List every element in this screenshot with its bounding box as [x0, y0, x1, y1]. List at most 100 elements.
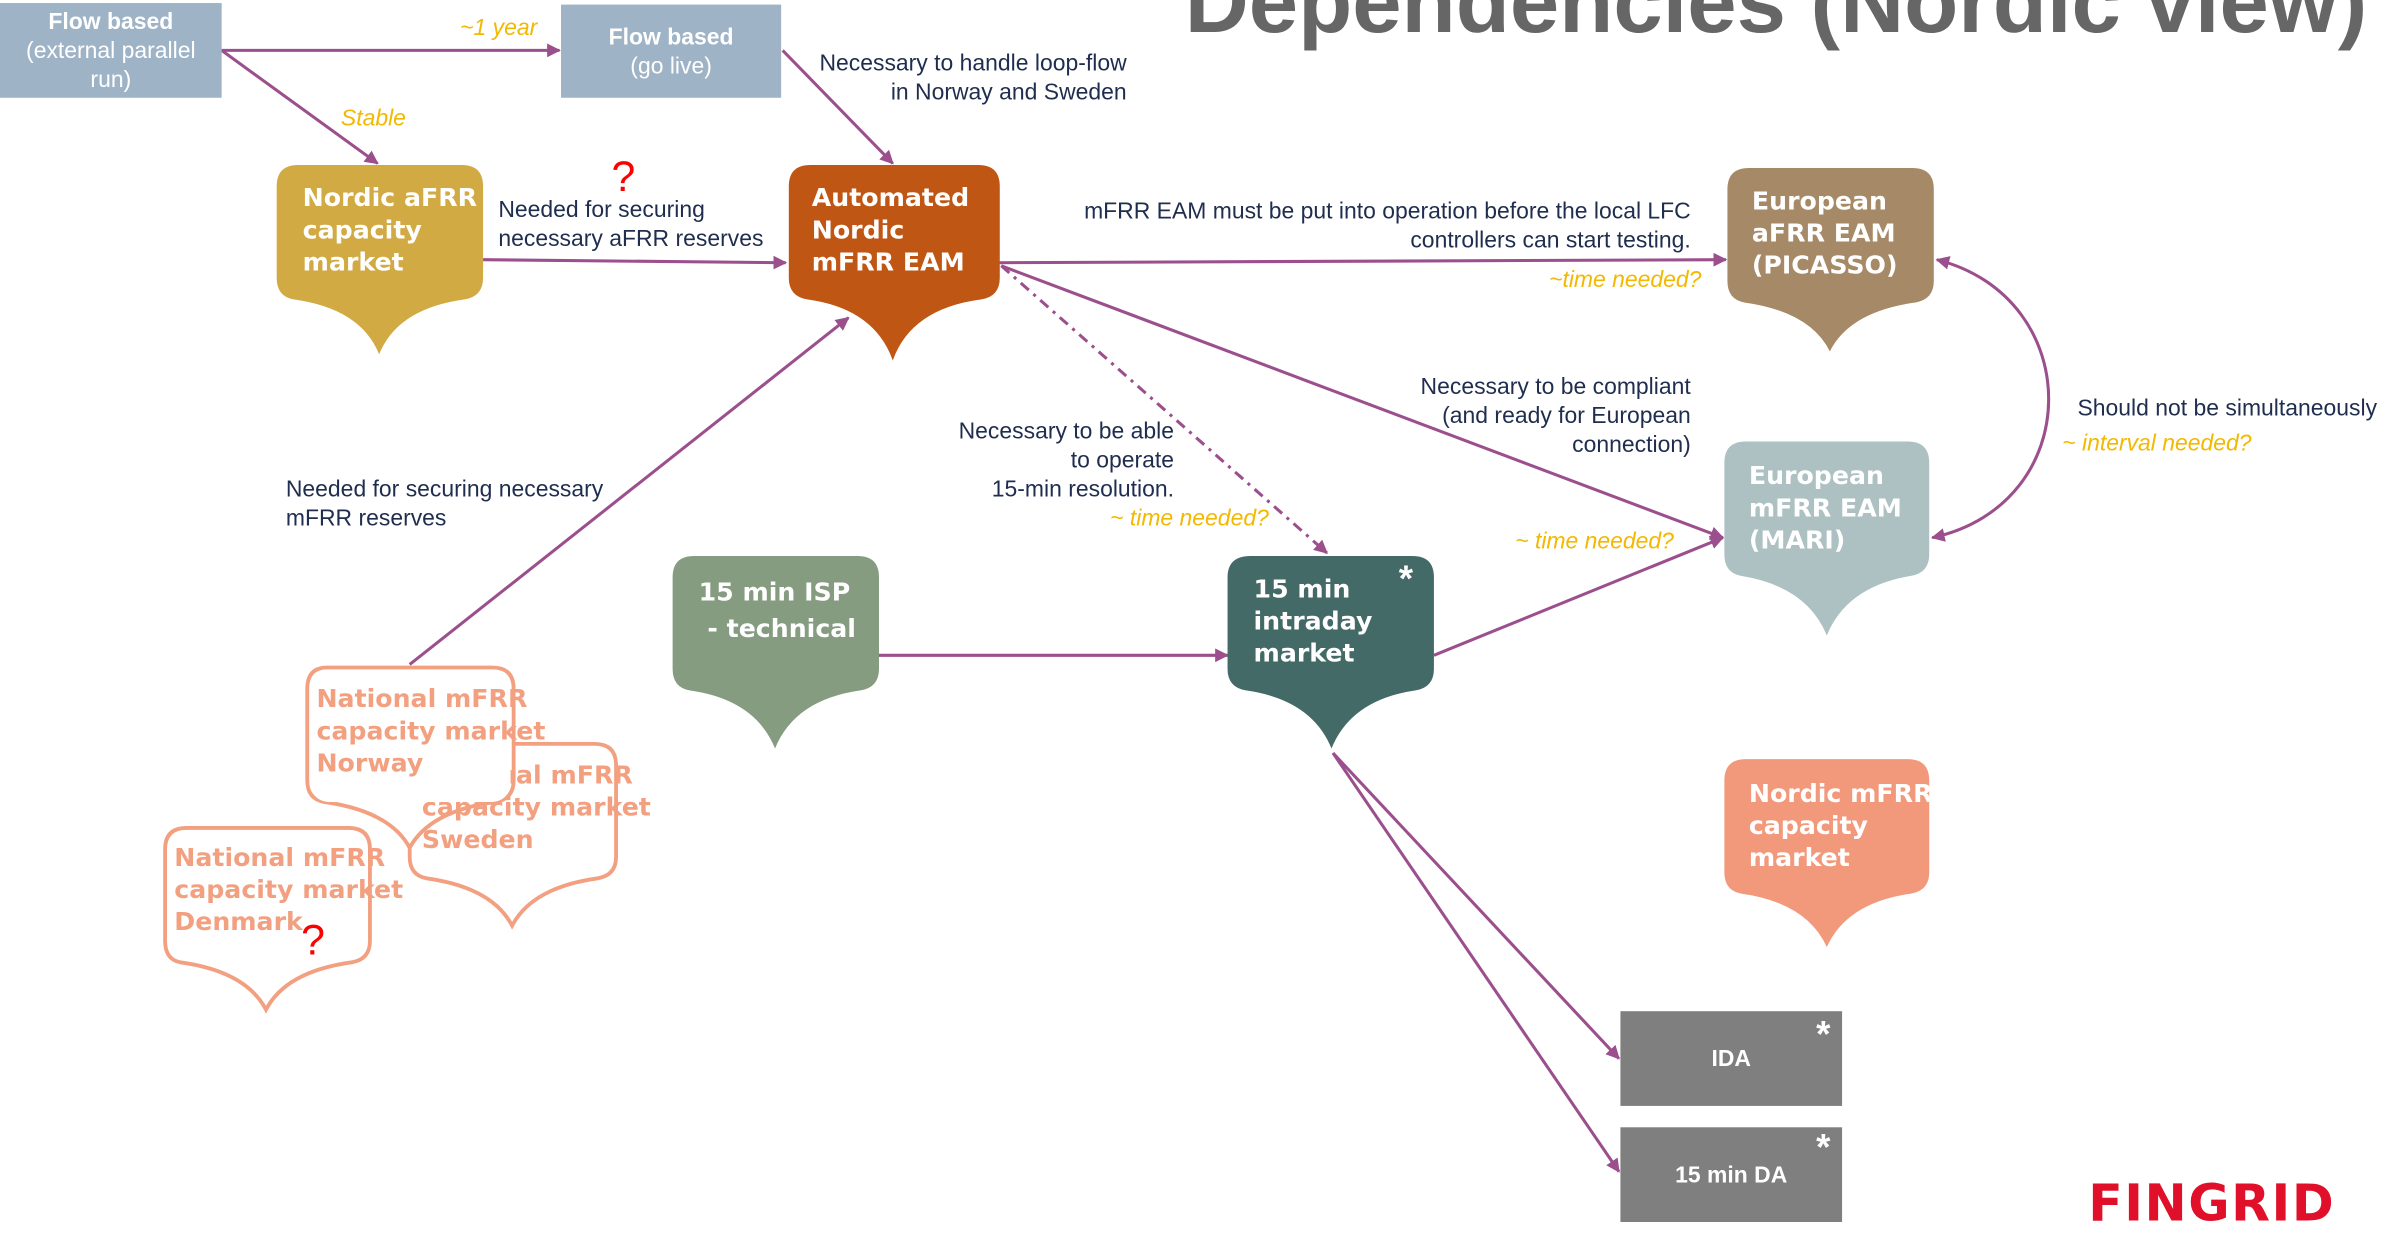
flow-golive-line1: Flow based	[608, 23, 734, 50]
note-lfc-l1: mFRR EAM must be put into operation befo…	[1084, 198, 1691, 225]
fingrid-logo: FINGRID	[2088, 1173, 2336, 1233]
da15-box: 15 min DA	[1620, 1127, 1843, 1222]
flow-golive-line2: (go live)	[630, 52, 712, 79]
node-denmark-l3: Denmark	[174, 907, 303, 937]
note-compliant-l3: connection)	[1572, 432, 1691, 459]
shape-national-denmark	[163, 825, 372, 1014]
node-intraday-label: 15 min intraday market	[1254, 573, 1373, 669]
arrow-golive-to-mfrr-eam	[781, 49, 894, 165]
note-loop-flow-l1: Necessary to handle loop-flow	[819, 50, 1127, 77]
hint-time-mari: ~ time needed?	[1515, 528, 1674, 555]
arrow-national-to-mfrr-eam	[408, 316, 850, 666]
shape-picasso	[1727, 168, 1934, 352]
node-national-norway-label: National mFRR capacity market Norway	[316, 683, 545, 779]
node-mari-l1: European	[1748, 461, 1884, 491]
ida-box: IDA	[1620, 1011, 1843, 1106]
flow-based-external-box: Flow based (external parallel run)	[0, 3, 222, 98]
shape-afrr-capacity	[276, 164, 484, 355]
node-mari-l2: mFRR EAM	[1748, 493, 1902, 523]
hint-time-intraday: ~ time needed?	[1110, 505, 1269, 532]
node-mfrr-eam-label: Automated Nordic mFRR EAM	[812, 182, 969, 278]
note-afrr-reserves-l2: necessary aFRR reserves	[498, 226, 764, 253]
node-intraday-l1: 15 min	[1253, 574, 1351, 604]
hint-one-year: ~1 year	[460, 15, 538, 42]
note-simultaneous: Should not be simultaneously	[2077, 395, 2378, 422]
note-lfc-l2: controllers can start testing.	[1410, 227, 1691, 254]
note-loop-flow-l2: in Norway and Sweden	[890, 79, 1127, 106]
shape-isp	[672, 556, 880, 749]
node-norway-l2: capacity market	[316, 716, 546, 746]
note-afrr-reserves-l1: Needed for securing	[498, 197, 705, 224]
note-compliant-l1: Necessary to be compliant	[1420, 374, 1691, 401]
node-nordic-mfrr-l2: capacity	[1748, 811, 1868, 841]
note-loop-flow: Necessary to handle loop-flow in Norway …	[819, 49, 1126, 107]
hint-interval: ~ interval needed?	[2062, 430, 2252, 457]
note-operate15-l1: Necessary to be able	[958, 418, 1175, 445]
note-mfrr-reserves-l1: Needed for securing necessary	[285, 476, 604, 503]
da15-label: 15 min DA	[1675, 1161, 1788, 1188]
page-title: Dependencies (Nordic view)	[1184, 0, 2368, 52]
arrow-intraday-to-da15	[1331, 752, 1621, 1173]
node-intraday-l2: intraday	[1253, 606, 1373, 636]
shape-mari	[1724, 441, 1930, 636]
note-mfrr-reserves: Needed for securing necessary mFRR reser…	[286, 475, 603, 533]
note-afrr-reserves: Needed for securing necessary aFRR reser…	[498, 196, 763, 254]
note-operate15: Necessary to be able to operate 15-min r…	[959, 417, 1174, 504]
node-mfrr-eam-l2: Nordic	[811, 215, 905, 245]
flow-external-line2: (external parallel	[26, 37, 196, 64]
node-picasso-l1: European	[1751, 186, 1887, 216]
arrow-mfrr-eam-to-intraday-dashed	[1000, 264, 1328, 555]
shape-nordic-mfrr-capacity	[1724, 759, 1930, 948]
arrow-mfrr-eam-to-picasso	[998, 252, 1728, 267]
node-afrr-capacity-l3: market	[302, 247, 404, 277]
node-isp-label: 15 min ISP - technical	[699, 574, 856, 647]
ida-star: *	[1816, 1014, 1831, 1056]
node-norway-l3: Norway	[316, 748, 424, 778]
da15-star: *	[1816, 1127, 1831, 1169]
hint-stable: Stable	[340, 105, 406, 132]
node-mari-label: European mFRR EAM (MARI)	[1749, 460, 1902, 556]
node-norway-l1: National mFRR	[316, 684, 528, 714]
node-afrr-capacity-l2: capacity	[302, 215, 422, 245]
node-afrr-capacity-l1: Nordic aFRR	[302, 183, 478, 213]
node-mfrr-eam-l3: mFRR EAM	[811, 247, 965, 277]
arrow-parallel-to-afrr-capacity	[220, 49, 379, 165]
flow-based-golive-box: Flow based (go live)	[561, 4, 782, 98]
node-mfrr-eam-l1: Automated	[811, 183, 970, 213]
node-sweden-l3: Sweden	[421, 824, 534, 854]
node-mari-l3: (MARI)	[1748, 525, 1846, 555]
node-nordic-mfrr-l1: Nordic mFRR	[1748, 779, 1933, 809]
node-national-denmark-label: National mFRR capacity market Denmark	[174, 842, 403, 938]
flow-external-line1: Flow based	[48, 8, 174, 35]
ida-label: IDA	[1711, 1045, 1752, 1072]
note-operate15-l3: 15-min resolution.	[991, 476, 1175, 503]
arrow-mfrr-eam-to-mari	[1000, 264, 1725, 540]
shape-mfrr-eam	[788, 164, 1000, 361]
intraday-star: *	[1398, 559, 1414, 601]
note-mfrr-reserves-l2: mFRR reserves	[285, 505, 447, 532]
question-mark-denmark: ?	[301, 916, 325, 964]
node-nordic-mfrr-l3: market	[1748, 843, 1850, 873]
arrow-picasso-mari-curve	[1930, 256, 2051, 542]
note-compliant: Necessary to be compliant (and ready for…	[1421, 373, 1691, 460]
arrow-afrr-capacity-to-mfrr-eam	[483, 255, 788, 270]
node-picasso-l2: aFRR EAM	[1751, 218, 1896, 248]
question-mark-afrr: ?	[611, 152, 636, 201]
node-picasso-l3: (PICASSO)	[1751, 250, 1898, 280]
arrow-intraday-to-ida	[1331, 752, 1621, 1060]
national-norway-cover	[310, 670, 511, 802]
node-picasso-label: European aFRR EAM (PICASSO)	[1752, 185, 1898, 281]
note-operate15-l2: to operate	[1070, 447, 1175, 474]
hint-time-picasso: ~time needed?	[1549, 267, 1702, 294]
note-lfc: mFRR EAM must be put into operation befo…	[1084, 197, 1691, 255]
node-intraday-l3: market	[1253, 638, 1355, 668]
node-afrr-capacity-label: Nordic aFRR capacity market	[303, 182, 477, 278]
node-denmark-l1: National mFRR	[174, 843, 386, 873]
node-isp-l2: - technical	[698, 614, 856, 644]
note-compliant-l2: (and ready for European	[1442, 403, 1691, 430]
shape-intraday	[1227, 556, 1434, 749]
flow-external-line3: run)	[90, 66, 132, 93]
node-isp-l1: 15 min ISP	[698, 577, 851, 607]
node-denmark-l2: capacity market	[174, 875, 404, 905]
